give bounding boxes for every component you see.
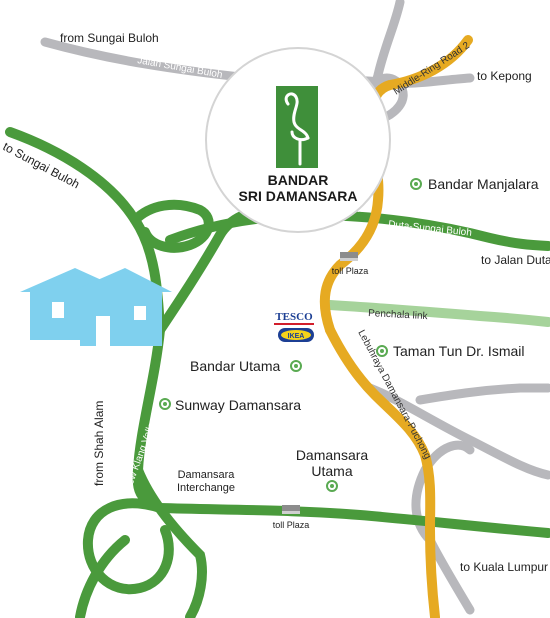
shah-alam-road [75,535,130,618]
from-shah-alam-label: from Shah Alam [92,401,106,486]
nkve-main-road [132,325,165,513]
bandar-utama-place: Bandar Utama [190,358,302,374]
bandar-manjalara-label: Bandar Manjalara [428,176,539,192]
toll-plaza-south: toll Plaza [273,505,310,530]
toll-plaza-south-label: toll Plaza [273,520,310,530]
taman-tun-label: Taman Tun Dr. Ismail [393,343,525,359]
place-marker-icon [163,402,167,406]
interchange-label-1: Damansara [178,469,236,481]
from-sungai-buloh-top-label: from Sungai Buloh [60,31,159,45]
interchange-inner-link [133,465,207,618]
jalan-sungai-buloh-label: Jalan Sungai Buloh [136,55,223,81]
place-marker-icon [330,484,334,488]
sunway-damansara-label: Sunway Damansara [175,397,301,413]
interchange-label-2: Interchange [177,482,235,494]
interchange-loop-west [130,199,214,253]
taman-tun-place: Taman Tun Dr. Ismail [376,343,525,359]
ldp-grey-branch-2 [415,383,550,405]
damansara-utama-label-2: Utama [311,463,352,479]
toll-plaza-north: toll Plaza [332,252,369,276]
logo-line-1: BANDAR [268,172,329,188]
toll-plaza-icon [282,505,300,514]
bandar-sri-damansara-logo: BANDAR SRI DAMANSARA [205,47,391,233]
ldp-grey-branch-1 [365,383,550,480]
flamingo-logo-icon [284,92,310,166]
damansara-utama-place: Damansara Utama [296,447,369,492]
bandar-utama-label: Bandar Utama [190,358,280,374]
to-jalan-duta-label: to Jalan Duta [481,253,550,267]
bandar-manjalara-place: Bandar Manjalara [410,176,539,192]
ldp-road [325,325,440,618]
to-kuala-lumpur-label: to Kuala Lumpur [460,560,548,574]
to-kepong-label: to Kepong [477,69,532,83]
green-roads [5,127,550,618]
ikea-logo: IKEA [288,333,305,340]
house-watermark-icon [20,268,172,346]
toll-plaza-icon [340,252,358,261]
penchala-link-label: Penchala link [368,308,429,322]
penchala-link-road [325,300,550,327]
damansara-utama-label-1: Damansara [296,447,369,463]
logo-line-2: SRI DAMANSARA [239,188,358,204]
place-marker-icon [380,349,384,353]
toll-plaza-north-label: toll Plaza [332,266,369,276]
middle-ring-road-label: Middle-Ring Road 2 [392,40,472,98]
tesco-ikea-icon: TESCO IKEA [274,311,314,342]
tesco-logo: TESCO [275,311,313,323]
sunway-damansara-place: Sunway Damansara [159,397,301,413]
place-marker-icon [294,364,298,368]
place-marker-icon [414,182,418,186]
sprint-road [155,503,550,538]
